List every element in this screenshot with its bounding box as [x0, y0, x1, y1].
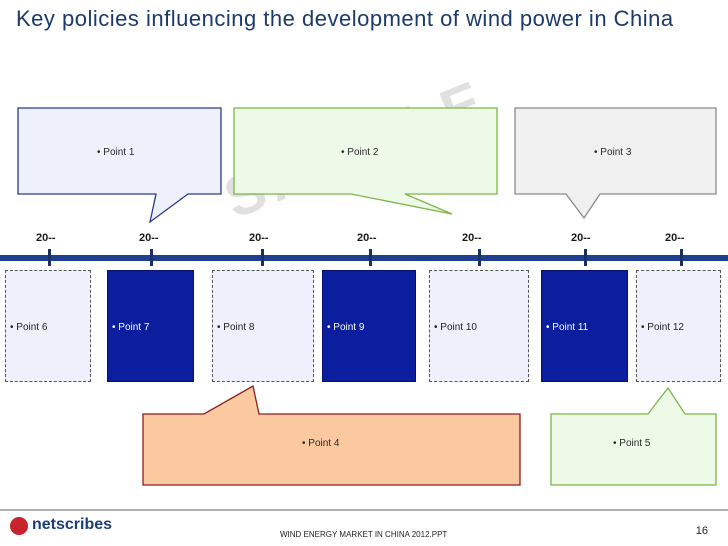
- timeline-tick: [150, 249, 153, 266]
- point-box-label: • Point 8: [217, 322, 255, 333]
- timeline-year-label: 20--: [36, 232, 56, 244]
- timeline-year-label: 20--: [571, 232, 591, 244]
- point-box-label: • Point 7: [112, 322, 150, 333]
- timeline-year-label: 20--: [357, 232, 377, 244]
- callout-point-2-shape: [233, 107, 498, 215]
- timeline-year-label: 20--: [249, 232, 269, 244]
- timeline-tick: [261, 249, 264, 266]
- timeline-year-label: 20--: [462, 232, 482, 244]
- point-box: • Point 12: [636, 270, 721, 382]
- point-box: • Point 9: [322, 270, 416, 382]
- timeline-line: [0, 255, 728, 261]
- netscribes-logo: netscribes: [10, 513, 120, 541]
- timeline-tick: [584, 249, 587, 266]
- footer-document-name: WIND ENERGY MARKET IN CHINA 2012.PPT: [280, 530, 448, 539]
- timeline-tick: [680, 249, 683, 266]
- callout-point-5-shape: [550, 386, 717, 486]
- callout-point-2-label: • Point 2: [341, 147, 379, 158]
- point-box-label: • Point 12: [641, 322, 684, 333]
- footer-divider: [0, 509, 728, 511]
- logo-mark-icon: [10, 517, 28, 535]
- point-box-label: • Point 11: [546, 322, 589, 333]
- callout-point-4-label: • Point 4: [302, 438, 340, 449]
- callout-point-3-label: • Point 3: [594, 147, 632, 158]
- timeline-tick: [478, 249, 481, 266]
- slide-title: Key policies influencing the development…: [16, 6, 674, 31]
- timeline-tick: [48, 249, 51, 266]
- point-box: • Point 7: [107, 270, 194, 382]
- point-box-label: • Point 9: [327, 322, 365, 333]
- callout-point-1-label: • Point 1: [97, 147, 135, 158]
- point-box: • Point 8: [212, 270, 314, 382]
- callout-point-3-shape: [514, 107, 717, 220]
- timeline-year-label: 20--: [139, 232, 159, 244]
- callout-point-4-shape: [142, 384, 521, 486]
- timeline-tick: [369, 249, 372, 266]
- point-box: • Point 6: [5, 270, 91, 382]
- callout-point-5-label: • Point 5: [613, 438, 651, 449]
- callout-point-1-shape: [17, 107, 222, 224]
- point-box-label: • Point 10: [434, 322, 477, 333]
- point-box: • Point 10: [429, 270, 529, 382]
- point-box: • Point 11: [541, 270, 628, 382]
- timeline-year-label: 20--: [665, 232, 685, 244]
- page-number: 16: [695, 525, 708, 537]
- logo-text: netscribes: [32, 516, 113, 533]
- point-box-label: • Point 6: [10, 322, 48, 333]
